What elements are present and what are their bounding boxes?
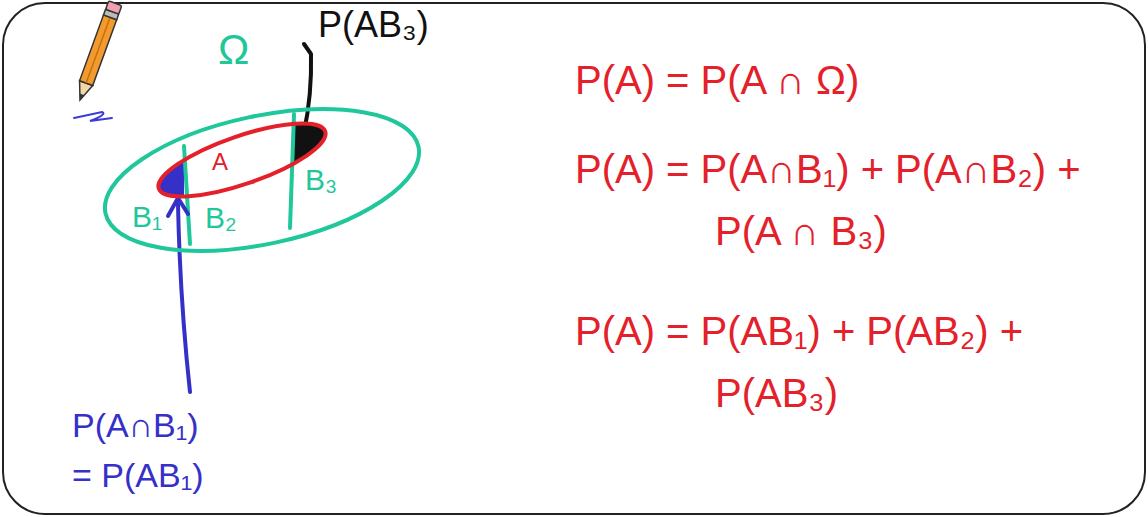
set-name: Ω [218,26,249,74]
frame [3,3,1145,514]
set-name: A [212,148,228,176]
partition-name: B₁ [132,200,162,234]
partition-line [290,114,294,228]
pencil-icon [73,1,121,103]
callout-text: P(AB₃) [318,4,429,46]
equation: P(A) = P(AB₁) + P(AB₂) + P(AB₃) [575,300,1115,424]
partition-name: B₂ [205,201,237,235]
leader-line [304,44,311,132]
equation: P(A) = P(A∩B₁) + P(A∩B₂) + P(A ∩ B₃) [575,138,1115,262]
pencil-scribble [74,112,112,121]
partition-name: B₃ [305,163,337,197]
arrow-head [168,198,188,216]
callout-text: P(A∩B₁) = P(AB₁) [72,400,217,500]
node-outline [100,108,430,258]
leader-arrow [178,204,190,392]
sample-space-ellipse: ΩA [100,108,430,258]
ellipse-outline [92,84,432,276]
equation: P(A) = P(A ∩ Ω) [575,58,859,103]
